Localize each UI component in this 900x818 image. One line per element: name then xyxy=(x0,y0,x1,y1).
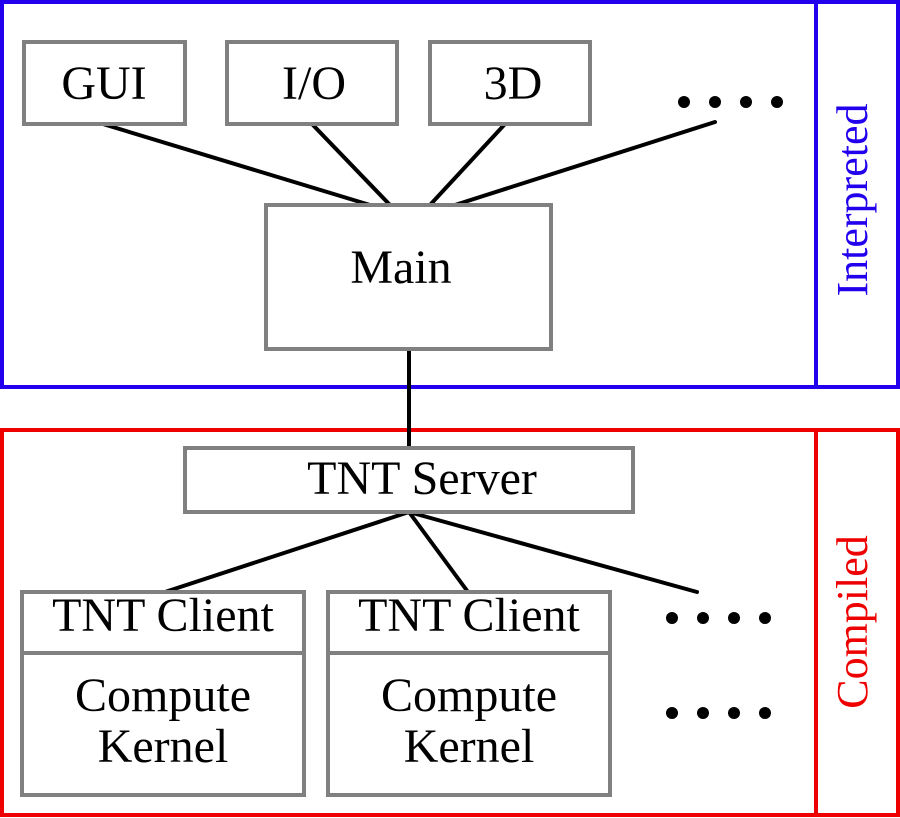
module-3d: 3D xyxy=(428,40,592,126)
connector-server-more xyxy=(407,510,699,594)
ellipsis-dot xyxy=(759,612,771,624)
tnt-client-2: TNT Client Compute Kernel xyxy=(326,589,612,797)
tnt-client-2-body-line2: Kernel xyxy=(404,720,535,773)
client-body-ellipsis-label: .... xyxy=(718,712,720,714)
connector-more-main xyxy=(453,120,717,207)
tnt-server-box xyxy=(183,446,635,514)
tnt-client-2-box xyxy=(326,590,612,797)
connector-gui-main xyxy=(101,122,372,207)
tnt-client-2-body-line1: Compute xyxy=(381,669,557,722)
tnt-server-label: TNT Server xyxy=(307,452,537,505)
interpreted-region: Interpreted xyxy=(0,0,900,389)
tnt-client-2-header: TNT Client xyxy=(358,589,580,642)
tnt-client-1-body-line2: Kernel xyxy=(98,720,229,773)
tnt-server: TNT Server xyxy=(183,446,635,514)
ellipsis-dot xyxy=(759,707,771,719)
client-header-ellipsis-label: .... xyxy=(718,617,720,619)
tnt-client-1-box xyxy=(20,590,306,797)
module-main: Main xyxy=(264,203,553,351)
ellipsis-dot xyxy=(697,612,709,624)
module-more-label: .... xyxy=(730,101,732,103)
module-gui: GUI xyxy=(22,40,187,126)
ellipsis-dot xyxy=(728,612,740,624)
interpreted-label: Interpreted xyxy=(828,104,877,297)
client-header-ellipsis: .... xyxy=(666,612,771,624)
module-main-box xyxy=(264,203,553,351)
connector-server-client2 xyxy=(407,510,470,594)
ellipsis-dot xyxy=(728,707,740,719)
ellipsis-dot xyxy=(666,707,678,719)
ellipsis-dot xyxy=(678,96,690,108)
connector-io-main xyxy=(310,122,392,207)
ellipsis-dot xyxy=(666,612,678,624)
tnt-client-1-header: TNT Client xyxy=(52,589,274,642)
module-gui-label: GUI xyxy=(61,57,146,110)
tnt-client-1-body-line1: Compute xyxy=(75,669,251,722)
interpreted-region-border xyxy=(0,0,900,389)
compiled-region-border xyxy=(0,428,900,817)
ellipsis-dot xyxy=(740,96,752,108)
ellipsis-dot xyxy=(709,96,721,108)
module-main-label: Main xyxy=(350,241,451,294)
ellipsis-dot xyxy=(697,707,709,719)
module-gui-box xyxy=(22,40,187,126)
tnt-client-1: TNT Client Compute Kernel xyxy=(20,589,306,797)
module-io-box xyxy=(225,40,399,126)
ellipsis-dot xyxy=(771,96,783,108)
connectors xyxy=(101,120,717,594)
connector-3d-main xyxy=(428,122,507,207)
client-body-ellipsis: .... xyxy=(666,707,771,719)
module-io: I/O xyxy=(225,40,399,126)
compiled-label: Compiled xyxy=(828,535,877,709)
module-3d-label: 3D xyxy=(484,57,543,110)
connector-server-client1 xyxy=(163,510,411,594)
module-io-label: I/O xyxy=(282,57,346,110)
compiled-region: Compiled xyxy=(0,428,900,817)
module-3d-box xyxy=(428,40,592,126)
module-more-ellipsis: .... xyxy=(678,96,783,108)
